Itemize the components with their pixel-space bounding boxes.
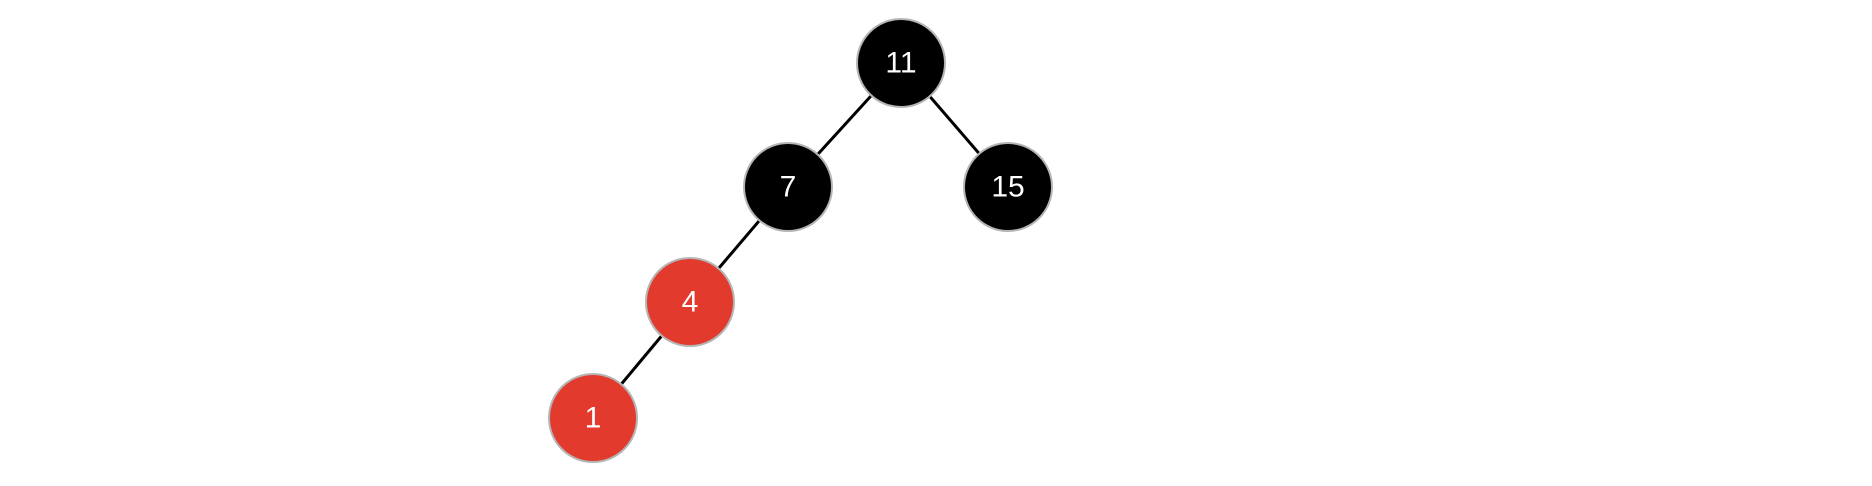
tree-node-4[interactable]: 4	[645, 257, 735, 347]
tree-node-7[interactable]: 7	[743, 142, 833, 232]
tree-nodes-layer: 11 7 15 41	[548, 18, 1053, 463]
tree-node-circle-11[interactable]	[856, 18, 946, 108]
tree-node-11[interactable]: 11	[856, 18, 946, 108]
tree-node-circle-4[interactable]	[645, 257, 735, 347]
tree-edges-layer	[591, 61, 1010, 420]
tree-node-circle-1[interactable]	[548, 373, 638, 463]
tree-node-circle-7[interactable]	[743, 142, 833, 232]
tree-node-circle-15[interactable]	[963, 142, 1053, 232]
tree-node-1[interactable]: 1	[548, 373, 638, 463]
tree-node-15[interactable]: 15	[963, 142, 1053, 232]
